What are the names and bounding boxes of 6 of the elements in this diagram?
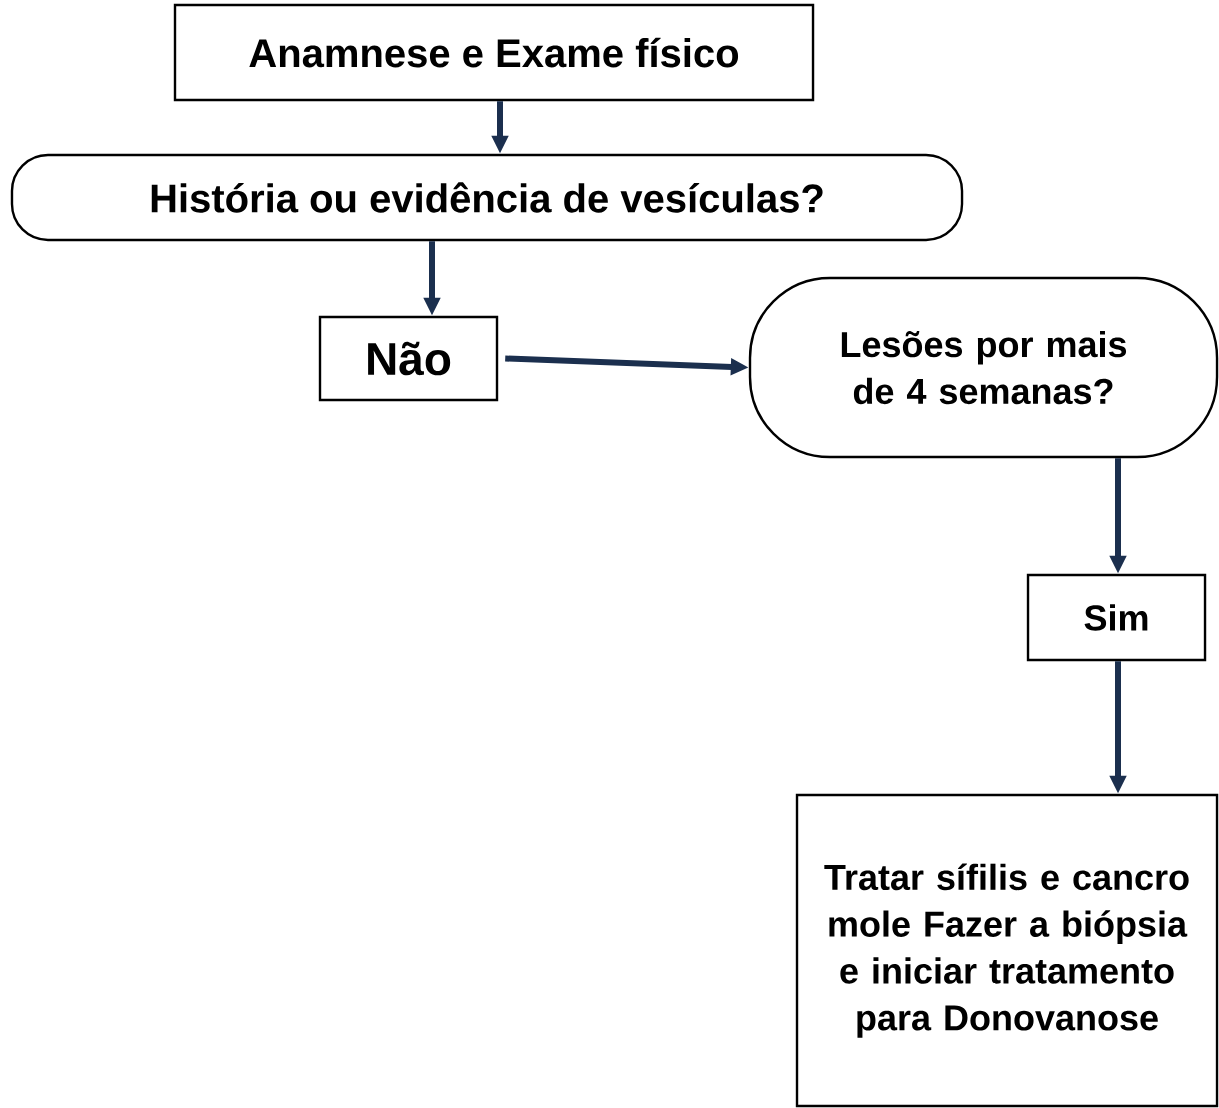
process-box: Tratar sífilis e cancro mole Fazer a biópsia e iniciar tratamento para Donovanose bbox=[795, 793, 1219, 1108]
process-box: Sim bbox=[1026, 573, 1207, 662]
decision-box: História ou evidência de vesículas? bbox=[10, 153, 964, 242]
decision-box: Lesões por mais de 4 semanas? bbox=[748, 276, 1219, 459]
process-box: Anamnese e Exame físico bbox=[173, 3, 815, 102]
process-box: Não bbox=[318, 315, 499, 402]
